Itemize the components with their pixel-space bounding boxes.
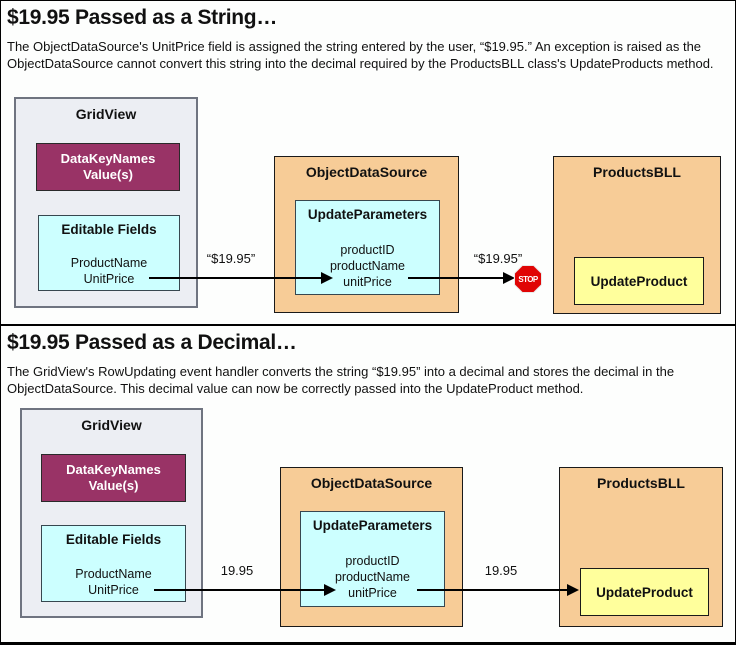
- panel-description: The ObjectDataSource's UnitPrice field i…: [7, 39, 714, 71]
- updateproduct-label: UpdateProduct: [596, 584, 693, 600]
- param-productid: productID: [340, 243, 395, 257]
- objectdatasource-title: ObjectDataSource: [305, 164, 428, 180]
- updateparameters-title: UpdateParameters: [307, 207, 428, 222]
- productsbll-title: ProductsBLL: [593, 164, 681, 180]
- gridview-box: GridView DataKeyNames Value(s) Editable …: [20, 408, 203, 618]
- panel-title: $19.95 Passed as a Decimal…: [7, 331, 297, 354]
- productsbll-box: ProductsBLL UpdateProduct: [559, 467, 723, 627]
- productsbll-title: ProductsBLL: [597, 475, 685, 491]
- datakeynames-line2: Value(s): [88, 478, 139, 493]
- param-productid: productID: [345, 554, 400, 568]
- param-productname: productName: [329, 259, 406, 273]
- panel-string: $19.95 Passed as a String… The ObjectDat…: [0, 0, 736, 325]
- field-unitprice: UnitPrice: [88, 583, 139, 597]
- arrow2-label: “$19.95”: [473, 251, 523, 266]
- param-unitprice: unitPrice: [348, 586, 397, 600]
- field-productname: ProductName: [70, 256, 148, 270]
- arrow1-line: [149, 277, 321, 279]
- arrow1-label: “$19.95”: [206, 251, 256, 266]
- objectdatasource-title: ObjectDataSource: [310, 475, 433, 491]
- arrow1-line: [154, 589, 324, 591]
- updateproduct-box: UpdateProduct: [574, 257, 704, 305]
- objectdatasource-box: ObjectDataSource UpdateParameters produc…: [280, 467, 463, 627]
- updateparameters-title: UpdateParameters: [312, 518, 433, 533]
- editable-fields-title: Editable Fields: [65, 532, 162, 547]
- datakeynames-line1: DataKeyNames: [66, 462, 161, 477]
- panel-title: $19.95 Passed as a String…: [7, 6, 278, 29]
- objectdatasource-box: ObjectDataSource UpdateParameters produc…: [274, 156, 459, 313]
- stop-label: STOP: [518, 274, 538, 284]
- param-productname: productName: [334, 570, 411, 584]
- datakeynames-line1: DataKeyNames: [60, 151, 156, 166]
- stop-icon: STOP: [514, 265, 542, 293]
- arrow1-head-icon: [324, 584, 336, 596]
- arrow2-line: [408, 277, 503, 279]
- productsbll-box: ProductsBLL UpdateProduct: [553, 156, 721, 314]
- arrow1-label: 19.95: [220, 563, 254, 578]
- field-unitprice: UnitPrice: [83, 272, 135, 286]
- editable-fields-box: Editable Fields ProductName UnitPrice: [38, 215, 180, 291]
- datakeynames-box: DataKeyNames Value(s): [36, 143, 180, 191]
- panel-description: The GridView's RowUpdating event handler…: [7, 364, 675, 396]
- datakeynames-line2: Value(s): [83, 167, 133, 182]
- updateproduct-box: UpdateProduct: [580, 568, 709, 616]
- field-productname: ProductName: [75, 567, 152, 581]
- updateparameters-box: UpdateParameters productID productName u…: [300, 511, 445, 607]
- arrow2-line: [417, 589, 567, 591]
- panel-decimal: $19.95 Passed as a Decimal… The GridView…: [0, 325, 736, 645]
- updateparameters-box: UpdateParameters productID productName u…: [295, 200, 440, 295]
- editable-fields-title: Editable Fields: [61, 222, 157, 237]
- gridview-title: GridView: [75, 106, 137, 122]
- arrow2-label: 19.95: [484, 563, 518, 578]
- stop-sign-face: STOP: [515, 266, 541, 292]
- updateproduct-label: UpdateProduct: [590, 273, 688, 289]
- datakeynames-box: DataKeyNames Value(s): [41, 454, 186, 502]
- arrow2-head-icon: [567, 584, 579, 596]
- gridview-title: GridView: [81, 417, 142, 433]
- param-unitprice: unitPrice: [343, 275, 392, 289]
- arrow1-head-icon: [321, 272, 333, 284]
- arrow2-head-icon: [503, 272, 515, 284]
